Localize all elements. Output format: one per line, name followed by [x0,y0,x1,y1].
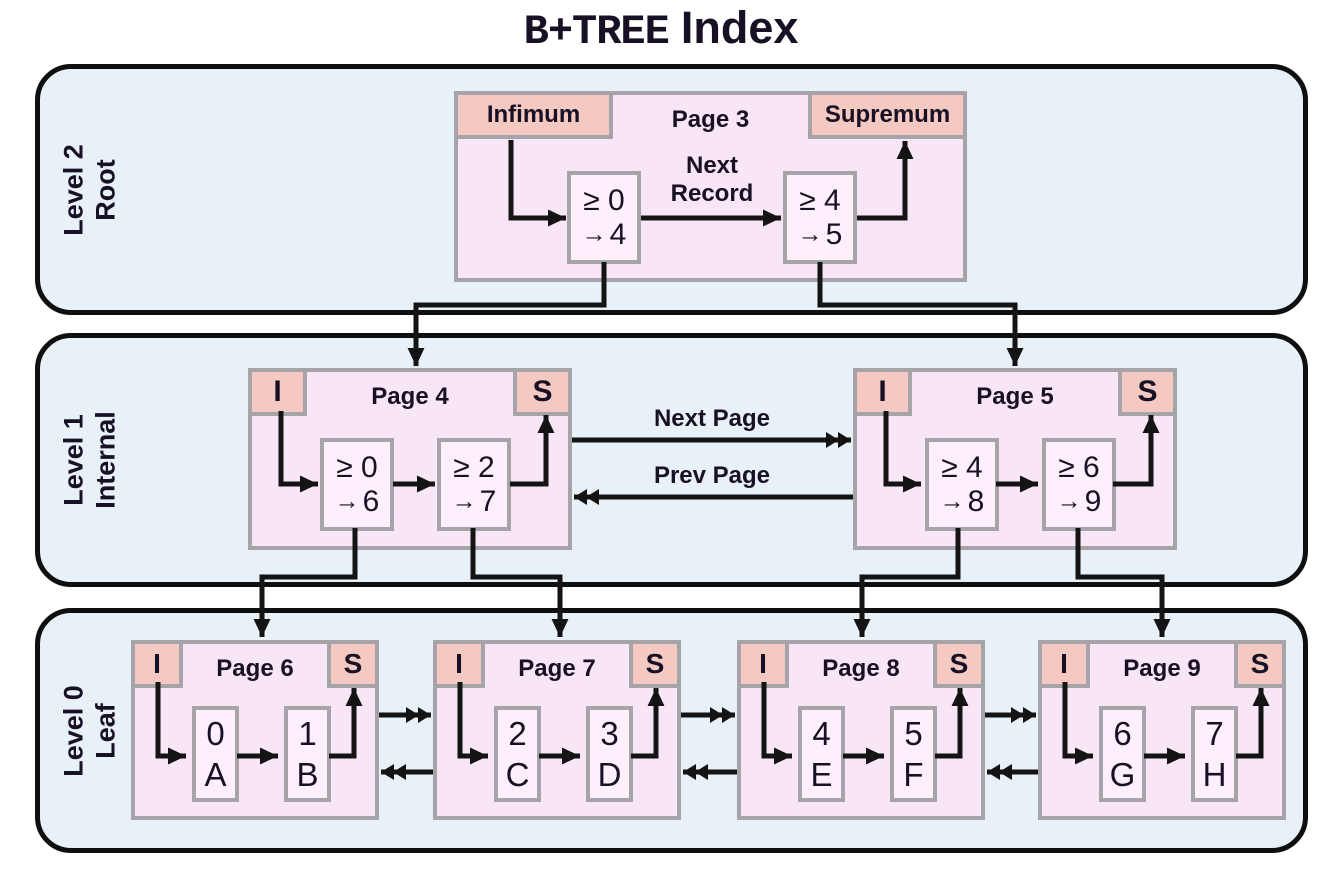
pointer-arrow-icon: → [581,220,607,249]
page-4-title: Page 4 [371,383,449,410]
page-3-title: Page 3 [671,106,750,133]
internal-record: ≥ 2 →7 [437,438,511,531]
internal-record: ≥ 4 →8 [925,438,999,531]
root-record-2: ≥ 4 →5 [783,171,857,264]
pointer-arrow-icon: → [1056,487,1082,516]
pointer-arrow-icon: → [334,487,360,516]
supremum-box: S [629,640,681,688]
leaf-record: 3 D [586,706,633,802]
page-6-leaf: I Page 6 S 0 A 1 B [131,640,379,820]
page-9-title: Page 9 [1123,655,1201,682]
pointer-arrow-icon: → [451,487,477,516]
title-btree: B+TREE [523,8,670,56]
leaf-record: 4 E [798,706,845,802]
leaf-record: 1 B [284,706,331,802]
pointer-arrow-icon: → [797,220,823,249]
diagram-title: B+TREE Index [0,2,1322,56]
level-0-label: Level 0 Leaf [58,684,121,777]
next-page-label: Next Page [653,405,771,432]
leaf-record: 2 C [494,706,541,802]
supremum-box: S [1118,368,1177,416]
leaf-record: 7 H [1191,706,1238,802]
supremum-box: S [513,368,572,416]
next-record-label: Next Record [670,152,754,208]
pointer-arrow-icon: → [939,487,965,516]
page-7-title: Page 7 [518,655,596,682]
supremum-box: Supremum [808,91,967,139]
infimum-box: I [853,368,912,416]
title-index: Index [680,2,799,53]
page-6-title: Page 6 [216,655,294,682]
page-4-internal: I Page 4 S ≥ 0 →6 ≥ 2 →7 [248,368,572,550]
page-9-leaf: I Page 9 S 6 G 7 H [1038,640,1286,820]
page-7-leaf: I Page 7 S 2 C 3 D [433,640,681,820]
level-2-label: Level 2 Root [58,143,121,236]
page-8-leaf: I Page 8 S 4 E 5 F [737,640,985,820]
infimum-box: Infimum [454,91,613,139]
leaf-record: 5 F [890,706,937,802]
leaf-record: 6 G [1099,706,1146,802]
supremum-box: S [933,640,985,688]
level-1-label: Level 1 Internal [58,411,121,509]
leaf-record: 0 A [192,706,239,802]
infimum-box: I [248,368,307,416]
internal-record: ≥ 6 →9 [1042,438,1116,531]
supremum-box: S [1234,640,1286,688]
prev-page-label: Prev Page [653,462,771,489]
internal-record: ≥ 0 →6 [320,438,394,531]
supremum-box: S [327,640,379,688]
page-8-title: Page 8 [822,655,900,682]
page-5-internal: I Page 5 S ≥ 4 →8 ≥ 6 →9 [853,368,1177,550]
root-record-1: ≥ 0 →4 [567,171,641,264]
page-5-title: Page 5 [976,383,1054,410]
infimum-box: I [433,640,485,688]
